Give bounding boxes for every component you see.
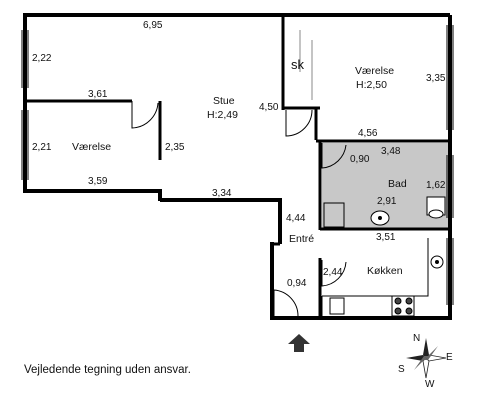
compass-s: S xyxy=(398,364,405,375)
dim-vaerelse-height: 3,35 xyxy=(426,73,446,84)
door-swings xyxy=(131,30,347,317)
compass-e: E xyxy=(446,352,453,363)
room-height-vaerelse-top: H:2,50 xyxy=(356,79,387,91)
windows xyxy=(21,25,454,305)
dim-stue-right: 4,50 xyxy=(259,102,279,113)
dim-kitchen-width: 3,51 xyxy=(376,232,396,243)
dim-left-top-height: 2,22 xyxy=(32,53,52,64)
dim-bad-right: 1,62 xyxy=(426,180,446,191)
room-name-bad: Bad xyxy=(388,178,407,190)
room-name-stue: Stue xyxy=(213,95,235,107)
room-name-entre: Entré xyxy=(289,233,314,245)
room-name-sk: sk xyxy=(291,57,305,72)
dim-left-room-height: 2,21 xyxy=(32,142,52,153)
entrance-arrow-icon xyxy=(288,334,310,352)
dim-stue-bottom: 3,34 xyxy=(212,188,232,199)
room-name-vaerelse-top: Værelse xyxy=(355,65,394,77)
stove-icon xyxy=(391,295,415,317)
compass-n: N xyxy=(413,333,420,344)
dishwasher-icon xyxy=(329,297,345,315)
dim-stue-inner: 2,35 xyxy=(165,142,185,153)
dim-kitchen-height: 2,44 xyxy=(323,267,343,278)
dim-upper-left-width: 3,61 xyxy=(88,89,108,100)
exterior-walls xyxy=(23,13,452,320)
room-name-kokken: Køkken xyxy=(367,265,403,277)
dim-left-room-width: 3,59 xyxy=(88,176,108,187)
dim-entre-height: 4,44 xyxy=(286,213,306,224)
interior-walls xyxy=(25,15,450,318)
kitchen-fixtures xyxy=(321,238,444,317)
dim-bad-bottom: 2,91 xyxy=(377,196,397,207)
dim-bad-width: 3,48 xyxy=(381,146,401,157)
compass-w: W xyxy=(425,379,435,390)
room-height-stue: H:2,49 xyxy=(207,109,238,121)
room-name-vaerelse-left: Værelse xyxy=(72,141,111,153)
dim-vaerelse-width: 4,56 xyxy=(358,128,378,139)
bathroom-fixtures xyxy=(323,196,446,228)
dim-entrance-width: 0,94 xyxy=(287,278,307,289)
disclaimer-text: Vejledende tegning uden ansvar. xyxy=(24,364,191,376)
compass-icon xyxy=(406,338,447,379)
sink-icon xyxy=(430,255,444,269)
dim-bad-left: 0,90 xyxy=(350,154,370,165)
dim-top-width: 6,95 xyxy=(143,20,163,31)
